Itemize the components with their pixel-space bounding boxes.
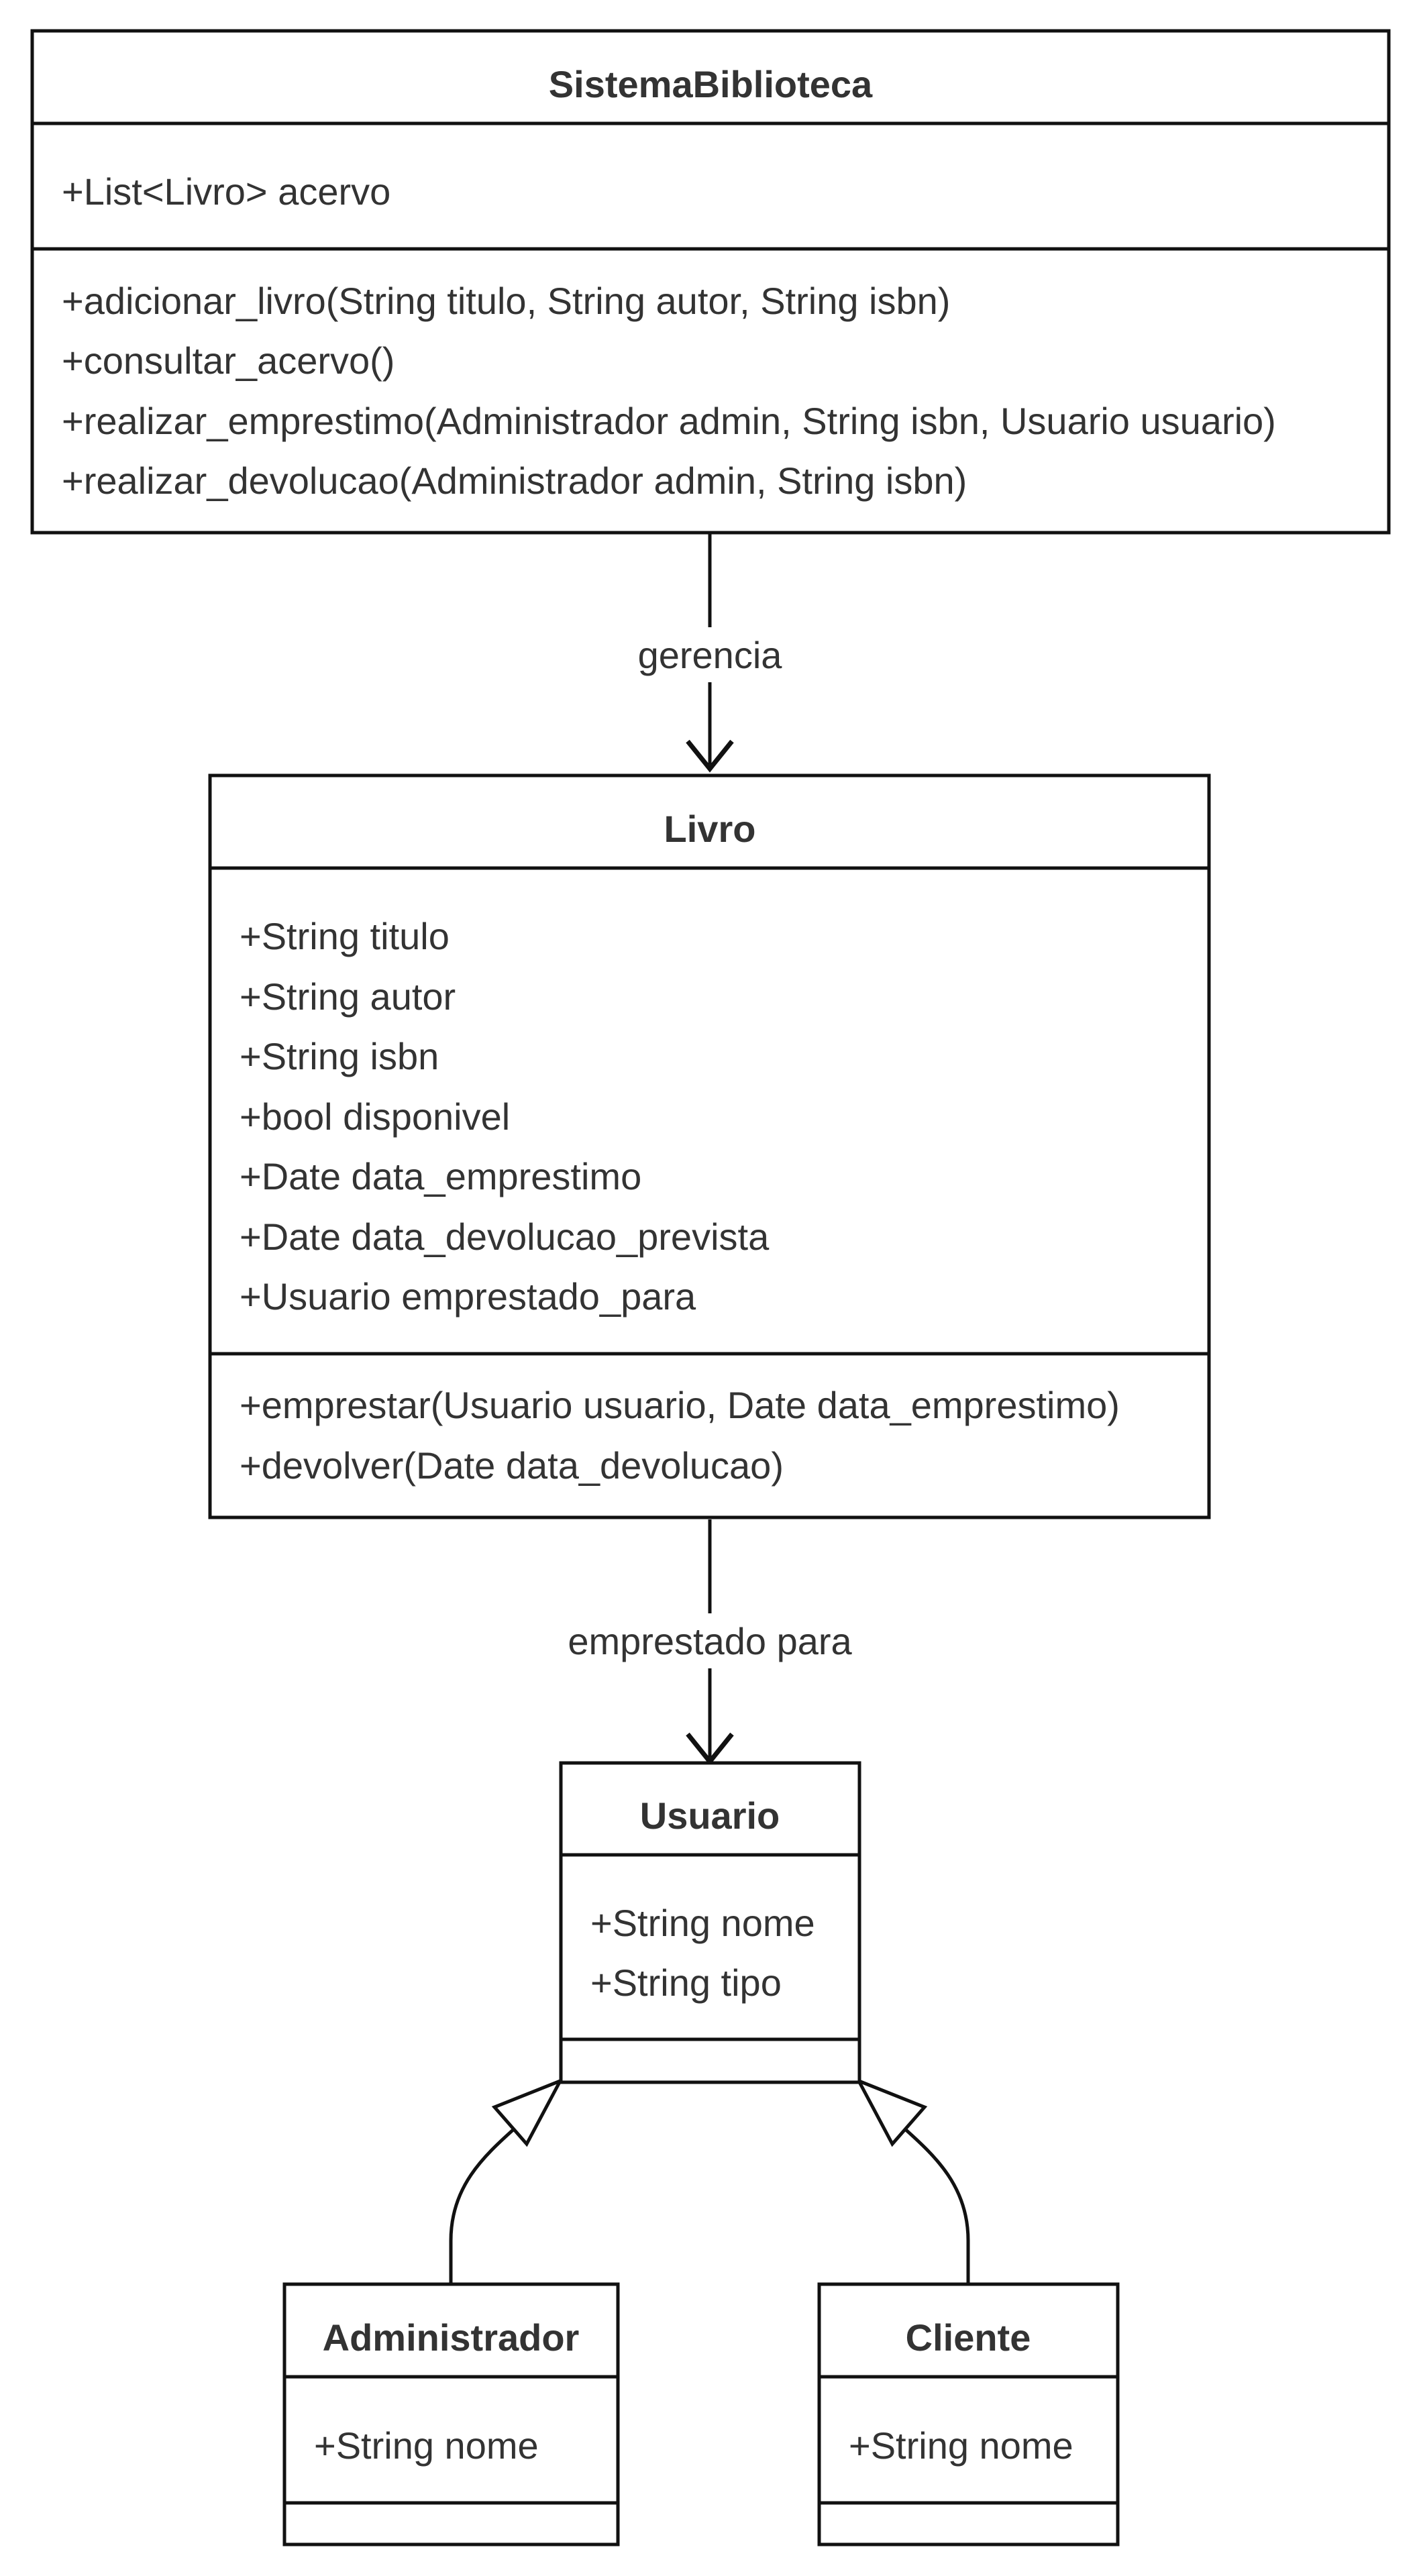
- sistemabiblioteca-method: +realizar_emprestimo(Administrador admin…: [62, 400, 1276, 442]
- class-livro: Livro +String titulo +String autor +Stri…: [208, 773, 1211, 1519]
- sistemabiblioteca-method: +adicionar_livro(String titulo, String a…: [62, 280, 950, 322]
- generalization-administrador-usuario: [449, 2078, 564, 2284]
- livro-method: +emprestar(Usuario usuario, Date data_em…: [240, 1384, 1120, 1426]
- sistemabiblioteca-method: +realizar_devolucao(Administrador admin,…: [62, 460, 967, 502]
- livro-attribute: +Date data_devolucao_prevista: [240, 1216, 770, 1258]
- generalization-administrador-arrowhead: [491, 2078, 564, 2147]
- livro-attribute: +Date data_emprestimo: [240, 1155, 641, 1197]
- livro-attribute: +bool disponivel: [240, 1095, 510, 1138]
- generalization-cliente-usuario: [855, 2078, 970, 2284]
- class-administrador-name: Administrador: [323, 2316, 580, 2359]
- administrador-attribute: +String nome: [314, 2424, 539, 2467]
- association-emprestado-para: emprestado para: [550, 1519, 870, 1766]
- class-sistemabiblioteca-name: SistemaBiblioteca: [549, 63, 873, 105]
- class-administrador: Administrador +String nome: [282, 2282, 620, 2546]
- livro-attribute: +String titulo: [240, 915, 450, 957]
- class-usuario-name: Usuario: [640, 1794, 780, 1837]
- sistemabiblioteca-attribute: +List<Livro> acervo: [62, 170, 390, 213]
- class-sistemabiblioteca: SistemaBiblioteca +List<Livro> acervo +a…: [30, 29, 1391, 535]
- association-emprestado-para-label: emprestado para: [568, 1620, 852, 1662]
- class-cliente-name: Cliente: [906, 2316, 1031, 2359]
- association-gerencia-label: gerencia: [638, 634, 783, 676]
- association-gerencia-arrowhead: [686, 739, 734, 773]
- generalization-cliente-line: [902, 2127, 970, 2284]
- livro-attribute: +String isbn: [240, 1035, 439, 1077]
- association-gerencia: gerencia: [627, 533, 792, 773]
- generalization-cliente-arrowhead: [855, 2078, 928, 2147]
- livro-attribute: +String autor: [240, 975, 456, 1018]
- generalization-administrador-line: [449, 2127, 517, 2284]
- livro-method: +devolver(Date data_devolucao): [240, 1444, 784, 1487]
- cliente-attribute: +String nome: [849, 2424, 1073, 2467]
- class-livro-name: Livro: [664, 808, 756, 850]
- usuario-attribute: +String nome: [590, 1902, 815, 1944]
- class-usuario: Usuario +String nome +String tipo: [559, 1761, 861, 2084]
- livro-attribute: +Usuario emprestado_para: [240, 1275, 696, 1318]
- sistemabiblioteca-method: +consultar_acervo(): [62, 339, 395, 382]
- class-cliente: Cliente +String nome: [817, 2282, 1120, 2546]
- usuario-attribute: +String tipo: [590, 1962, 782, 2004]
